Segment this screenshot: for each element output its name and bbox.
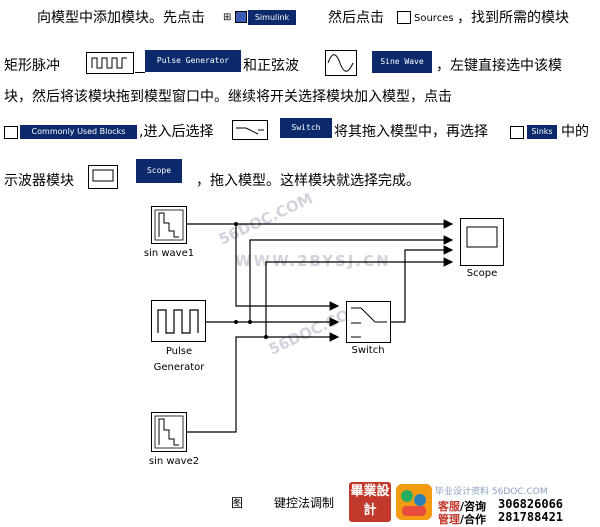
expand-plus-icon: ⊞: [223, 12, 232, 23]
sinks-label: Sinks: [527, 125, 557, 139]
sine-wave-label: Sine Wave: [372, 51, 432, 73]
folder-icon: [4, 126, 18, 139]
simulink-label: Simulink: [248, 10, 296, 25]
pulse-block-icon: [86, 52, 134, 74]
commonly-used-blocks-label: Commonly Used Blocks: [20, 125, 137, 139]
phone-2: 281788421: [498, 510, 564, 524]
text: 然后点击: [328, 10, 384, 26]
text: 块，然后将该模块拖到模型窗口中。继续将开关选择模块加入模型，点击: [4, 89, 452, 105]
switch-block: [346, 301, 391, 343]
pulse-generator-block: [151, 300, 206, 342]
figure-caption: 键控法调制: [274, 496, 335, 510]
text: 和正弦波: [243, 58, 299, 74]
watermark: WWW.2BYSJ.CN: [235, 252, 391, 270]
person-icon: [401, 490, 413, 502]
switch-icon: [351, 307, 387, 338]
person-body-icon: [402, 506, 426, 516]
scope-label: Scope: [136, 159, 182, 183]
site-text: 毕业设计资料 56DOC.COM: [435, 487, 548, 497]
text: ，左键直接选中该模: [436, 58, 562, 74]
sources-label: Sources: [414, 13, 454, 24]
switch-block-icon: [232, 120, 268, 140]
text: 示波器模块: [4, 173, 74, 189]
pulse-wave-icon: [157, 309, 199, 334]
sources-folder-icon: [397, 11, 411, 24]
text: ,进入后选择: [139, 124, 214, 140]
figure-label: 图: [231, 496, 244, 510]
scope-screen-icon: [466, 226, 498, 248]
text: ，拖入模型。这样模块就选择完成。: [196, 173, 420, 189]
sine-wave-icon: [154, 209, 184, 241]
sine-wave-icon: [154, 415, 184, 449]
scope-diagram-label: Scope: [466, 268, 498, 279]
sin-wave1-block: [151, 206, 187, 244]
consult-label: /咨询: [460, 500, 487, 513]
simulink-library-icon: [235, 11, 247, 23]
pulse-label-1: Pulse: [165, 346, 193, 357]
sin-wave2-block: [151, 412, 187, 452]
sin-wave1-label: sin wave1: [143, 248, 195, 259]
pulse-generator-label: Pulse Generator: [145, 50, 241, 72]
service-line: 客服/咨询: [438, 498, 486, 514]
sine-wave-block-icon: [325, 50, 357, 76]
text: ，找到所需的模块: [457, 10, 569, 26]
text: 向模型中添加模块。先点击: [37, 10, 205, 26]
manage-line: 管理/合作: [438, 511, 486, 527]
people-logo-icon: [396, 484, 432, 520]
brand-logo: 畢業設計: [349, 482, 391, 522]
person-icon: [414, 494, 426, 506]
text: 将其拖入模型中，再选择: [334, 124, 488, 140]
scope-block: [460, 218, 504, 266]
switch-label: Switch: [280, 118, 332, 138]
text: 中的: [561, 124, 589, 140]
sin-wave2-label: sin wave2: [148, 456, 200, 467]
pulse-label-2: Generator: [153, 362, 205, 373]
switch-diagram-label: Switch: [351, 345, 385, 356]
manage-label: 管理: [438, 513, 460, 526]
phone-1: 306826066: [498, 497, 564, 511]
service-label: 客服: [438, 500, 460, 513]
scope-block-icon: [88, 165, 118, 189]
sinks-folder-icon: [510, 126, 524, 139]
text: 矩形脉冲: [4, 58, 60, 74]
underline: [135, 58, 145, 73]
coop-label: /合作: [460, 513, 487, 526]
